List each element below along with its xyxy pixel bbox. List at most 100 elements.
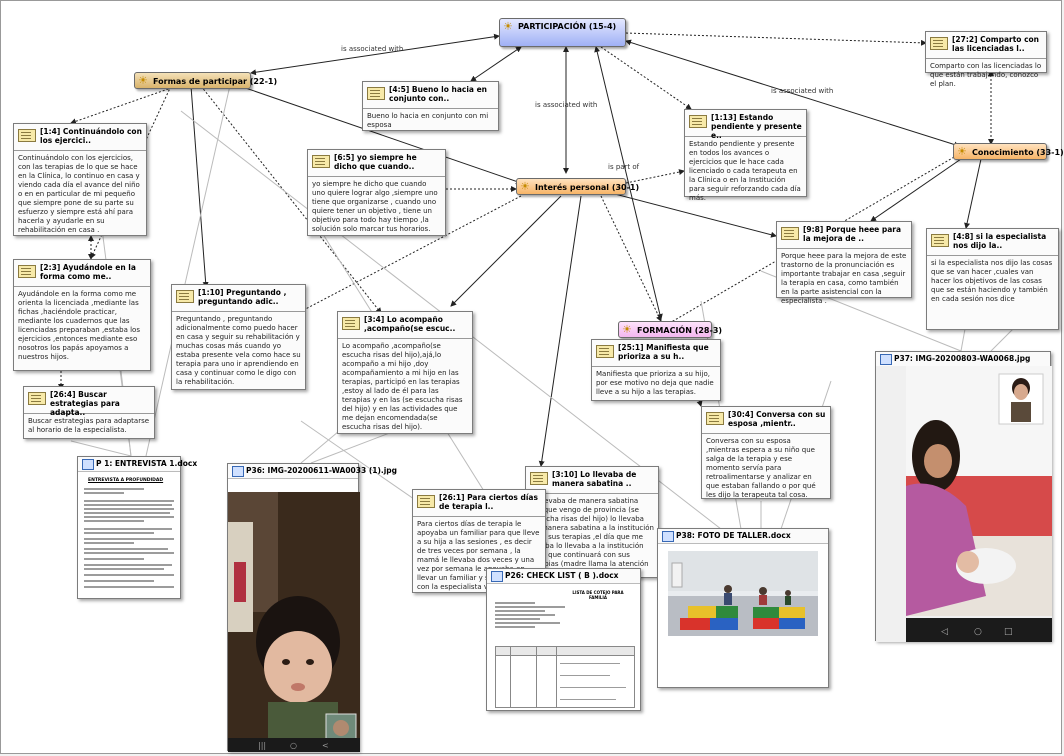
document-preview: LISTA DE COTEJO PARA FAMILIA	[487, 584, 640, 712]
quotation-title: [3:10] Lo llevaba de manera sabatina ..	[552, 470, 637, 488]
quotation-4-5[interactable]: [4:5] Bueno lo hacia en conjunto con.. B…	[362, 81, 499, 131]
quotation-1-13[interactable]: [1:13] Estando pendiente y presente e.. …	[684, 109, 807, 202]
quotation-27-2[interactable]: [27:2] Comparto con las licenciadas l.. …	[925, 31, 1047, 88]
svg-text:○: ○	[290, 741, 297, 750]
quotation-title: [4:8] si la especialista nos dijo la..	[953, 232, 1047, 250]
quotation-icon	[367, 87, 385, 100]
document-p1[interactable]: P 1: ENTREVISTA 1.docx ENTREVISTA A PROF…	[77, 456, 197, 600]
quotation-text: Porque heee para la mejora de este trast…	[781, 252, 907, 305]
quotation-text: Bueno lo hacia en conjunto con mi esposa	[367, 112, 489, 129]
quotation-title: [6:5] yo siempre he dicho que cuando..	[334, 153, 417, 171]
quotation-icon	[689, 115, 707, 128]
quotation-6-5[interactable]: [6:5] yo siempre he dicho que cuando.. y…	[307, 149, 446, 236]
code-label: Formas de participar (22-1)	[153, 77, 278, 86]
document-title: P37: IMG-20200803-WA0068.jpg	[894, 354, 1031, 363]
quotation-title: [26:4] Buscar estrategias para adapta..	[50, 390, 120, 417]
quotation-title: [26:1] Para ciertos días de terapia l..	[439, 493, 538, 511]
quotation-text: Estando pendiente y presente en todos lo…	[689, 140, 801, 202]
code-label: FORMACIÓN (28-3)	[637, 326, 723, 335]
document-preview: ENTREVISTA A PROFUNDIDAD	[78, 472, 180, 600]
photo-therapy-session: ◁ ○ □	[876, 366, 1052, 642]
quotation-title: [2:3] Ayudándole en la forma como me..	[40, 263, 136, 281]
quotation-icon	[596, 345, 614, 358]
quotation-26-1[interactable]: [26:1] Para ciertos días de terapia l.. …	[412, 489, 546, 593]
quotation-icon	[18, 129, 36, 142]
svg-text:<: <	[322, 741, 329, 750]
quotation-icon	[530, 472, 548, 485]
document-icon	[662, 531, 674, 542]
quotation-title: [1:13] Estando pendiente y presente e..	[711, 113, 802, 140]
quotation-text: Para ciertos días de terapia le apoyaba …	[417, 520, 540, 591]
sun-icon: ☀	[622, 323, 632, 336]
quotation-title: [27:2] Comparto con las licenciadas l..	[952, 35, 1040, 53]
code-label: Conocimiento (33-1)	[972, 148, 1064, 157]
document-icon	[491, 571, 503, 582]
code-conocimiento[interactable]: ☀ Conocimiento (33-1)	[953, 143, 1064, 160]
document-p37[interactable]: P37: IMG-20200803-WA0068.jpg ◁ ○ □	[875, 351, 1052, 642]
code-label: PARTICIPACIÓN (15-4)	[518, 22, 617, 31]
document-icon	[82, 459, 94, 470]
photo-image: ||| ○ <	[228, 492, 360, 752]
code-label: Interés personal (30-1)	[535, 183, 640, 192]
quotation-title: [1:10] Preguntando , preguntando adic..	[198, 288, 287, 306]
document-heading: ENTREVISTA A PROFUNDIDAD	[88, 478, 164, 483]
quotation-icon	[417, 495, 435, 508]
quotation-1-10[interactable]: [1:10] Preguntando , preguntando adic.. …	[171, 284, 306, 390]
quotation-icon	[706, 412, 724, 425]
workshop-photo	[668, 551, 818, 636]
quotation-4-8[interactable]: [4:8] si la especialista nos dijo la.. s…	[926, 228, 1059, 330]
code-interes-personal[interactable]: ☀ Interés personal (30-1)	[516, 178, 639, 195]
document-icon	[232, 466, 244, 477]
quotation-3-4[interactable]: [3:4] Lo acompaño ,acompaño(se escuc.. L…	[337, 311, 473, 434]
quotation-title: [4:5] Bueno lo hacia en conjunto con..	[389, 85, 487, 103]
quotation-title: [30:4] Conversa con su esposa ,mientr..	[728, 410, 826, 428]
link-label: is associated with	[535, 101, 598, 109]
quotation-text: Conversa con su esposa ,mientras espera …	[706, 437, 816, 499]
quotation-text: Buscar estrategias para adaptarse al hor…	[28, 417, 150, 434]
quotation-text: yo siempre he dicho que cuando uno quier…	[312, 180, 438, 233]
quotation-3-10[interactable]: [3:10] Lo llevaba de manera sabatina .. …	[525, 466, 659, 578]
document-title: P36: IMG-20200611-WA0033 (1).jpg	[246, 466, 398, 475]
quotation-text: Continuándolo con los ejercicios, con la…	[18, 154, 140, 234]
code-formacion[interactable]: ☀ FORMACIÓN (28-3)	[618, 321, 722, 338]
quotation-25-1[interactable]: [25:1] Manifiesta que prioriza a su h.. …	[591, 339, 721, 401]
document-title: P38: FOTO DE TALLER.docx	[676, 531, 791, 540]
document-p38[interactable]: P38: FOTO DE TALLER.docx	[657, 528, 829, 688]
quotation-title: [9:8] Porque heee para la mejora de ..	[803, 225, 902, 243]
document-title: P26: CHECK LIST ( B ).docx	[505, 571, 619, 580]
quotation-icon	[18, 265, 36, 278]
quotation-icon	[781, 227, 799, 240]
quotation-1-4[interactable]: [1:4] Continuándolo con los ejercici.. C…	[13, 123, 147, 236]
svg-text:□: □	[1004, 627, 1013, 637]
quotation-title: [3:4] Lo acompaño ,acompaño(se escuc..	[364, 315, 456, 333]
quotation-text: Preguntando , preguntando adicionalmente…	[176, 315, 301, 386]
quotation-26-4[interactable]: [26:4] Buscar estrategias para adapta.. …	[23, 386, 155, 439]
document-title: P 1: ENTREVISTA 1.docx	[96, 459, 198, 468]
quotation-text: Lo acompaño ,acompaño(se escucha risas d…	[342, 342, 463, 431]
document-p36[interactable]: P36: IMG-20200611-WA0033 (1).jpg ||| ○ <	[227, 463, 397, 752]
svg-text:◁: ◁	[941, 627, 948, 637]
quotation-30-4[interactable]: [30:4] Conversa con su esposa ,mientr.. …	[701, 406, 831, 499]
sun-icon: ☀	[520, 180, 530, 193]
document-p26[interactable]: P26: CHECK LIST ( B ).docx LISTA DE COTE…	[486, 568, 641, 711]
quotation-title: [25:1] Manifiesta que prioriza a su h..	[618, 343, 709, 361]
quotation-icon	[28, 392, 46, 405]
quotation-text: si la especialista nos dijo las cosas qu…	[931, 259, 1053, 303]
checklist-table	[495, 646, 635, 708]
quotation-2-3[interactable]: [2:3] Ayudándole en la forma como me.. A…	[13, 259, 151, 371]
sun-icon: ☀	[957, 145, 967, 158]
document-heading: LISTA DE COTEJO PARA FAMILIA	[572, 590, 624, 600]
quotation-text: Comparto con las licenciadas lo que está…	[930, 62, 1042, 88]
code-formas-de-participar[interactable]: ☀Formas de participar (22-1)	[134, 72, 277, 89]
quotation-text: Ayudándole en la forma como me orienta l…	[18, 290, 140, 361]
sun-icon: ☀	[503, 20, 513, 33]
code-participacion[interactable]: ☀ PARTICIPACIÓN (15-4)	[499, 18, 626, 47]
quotation-9-8[interactable]: [9:8] Porque heee para la mejora de .. P…	[776, 221, 912, 305]
link-label: is associated with	[771, 87, 834, 95]
quotation-icon	[342, 317, 360, 330]
quotation-icon	[931, 234, 949, 247]
link-label: is part of	[608, 163, 640, 171]
photo-child-illustration: ||| ○ <	[228, 492, 360, 752]
document-icon	[880, 354, 892, 365]
